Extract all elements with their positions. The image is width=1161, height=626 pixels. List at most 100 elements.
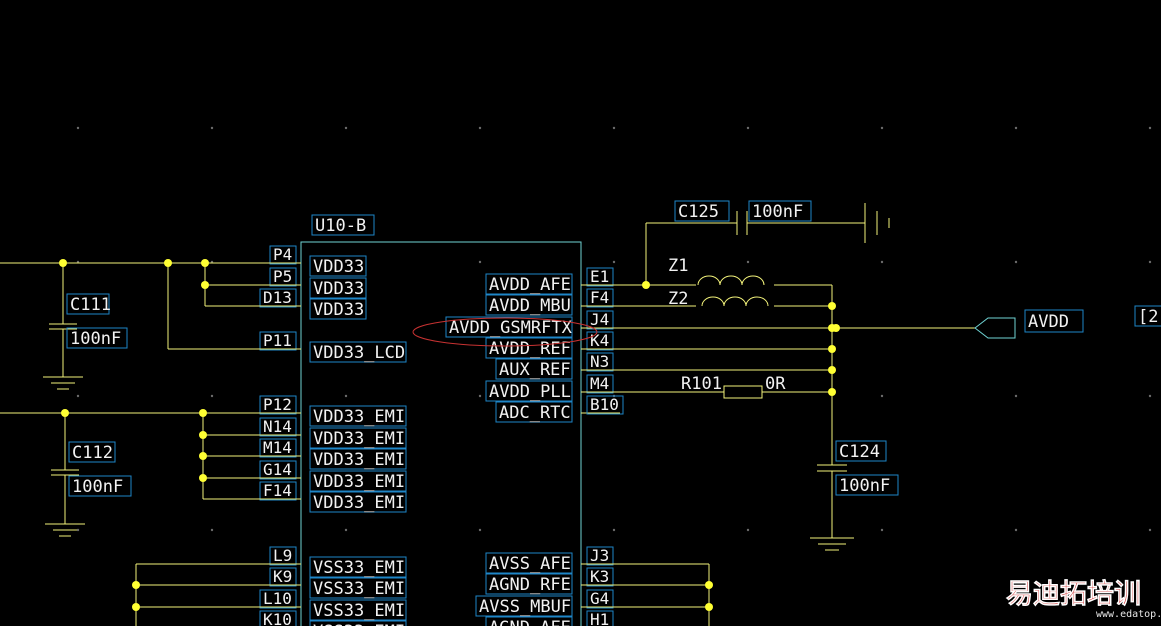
- pin-number: P11: [263, 331, 292, 350]
- r101-value: 0R: [765, 374, 786, 394]
- pin-name-box: [309, 556, 407, 578]
- capacitor-c124[interactable]: C124 100nF: [810, 440, 899, 551]
- pin-name: VDD33_EMI: [313, 472, 405, 492]
- grid-dot: [612, 528, 616, 532]
- capacitor-c112[interactable]: C112 100nF: [45, 413, 132, 537]
- pin-number-box: [269, 245, 297, 265]
- right-pin-f4[interactable]: F4 AVDD_MBU: [485, 288, 620, 316]
- right-wiring: [581, 222, 975, 626]
- pin-number: J4: [590, 310, 609, 329]
- junction-dot: [61, 409, 69, 417]
- pin-number: M14: [263, 438, 292, 457]
- c111-value: 100nF: [70, 329, 121, 349]
- pin-name-box: [485, 337, 573, 359]
- part-ref-label: U10-B: [315, 216, 366, 236]
- pin-number-box: [259, 460, 297, 480]
- right-pin-b10[interactable]: B10 ADC_RTC: [495, 395, 624, 423]
- z1-ref: Z1: [668, 256, 688, 276]
- pin-number: B10: [590, 395, 619, 414]
- pin-number-box: [259, 589, 297, 609]
- grid-dot: [76, 528, 80, 532]
- junction-dot: [642, 281, 650, 289]
- grid-dots: [76, 126, 1152, 532]
- grid-dot: [1014, 260, 1018, 264]
- pin-name: VSS33_EMI: [313, 558, 405, 578]
- pin-number: M4: [590, 374, 609, 393]
- pin-number: G4: [590, 589, 609, 608]
- inductor-z2[interactable]: Z2: [668, 289, 774, 315]
- c111-ref: C111: [70, 295, 111, 315]
- junction-dot: [828, 366, 836, 374]
- pin-number: P4: [273, 245, 292, 264]
- pin-number: P12: [263, 395, 292, 414]
- grid-dot: [478, 126, 482, 130]
- c125-value: 100nF: [752, 202, 803, 222]
- pin-name-box: [485, 380, 573, 402]
- grid-dot: [612, 260, 616, 264]
- capacitor-c125[interactable]: C125 100nF: [674, 200, 890, 243]
- junction-dot: [828, 302, 836, 310]
- pin-name-box: [495, 358, 573, 380]
- pin-name-box: [485, 573, 573, 595]
- right-pin-h1[interactable]: H1AGND_AFE: [485, 610, 620, 626]
- pin-name: ADC_RTC: [499, 403, 571, 423]
- avdd-net-port[interactable]: AVDD [2: [974, 305, 1161, 339]
- grid-dot: [210, 126, 214, 130]
- pin-number-box: [259, 395, 297, 415]
- grid-dot: [478, 260, 482, 264]
- junction-dot: [132, 603, 140, 611]
- pin-name: AVDD_MBU: [489, 296, 571, 316]
- pin-number: F4: [590, 288, 609, 307]
- pin-name-box: [309, 298, 367, 320]
- grid-dot: [880, 528, 884, 532]
- pin-number: E1: [590, 267, 609, 286]
- pin-name-box: [475, 595, 573, 617]
- grid-dot: [478, 394, 482, 398]
- grid-dot: [880, 126, 884, 130]
- grid-dot: [1148, 528, 1152, 532]
- left-wiring: [0, 262, 301, 626]
- grid-dot: [344, 260, 348, 264]
- pin-name-box: [485, 273, 573, 295]
- capacitor-c111[interactable]: C111 100nF: [43, 263, 128, 390]
- pin-name: VDD33_EMI: [313, 429, 405, 449]
- junction-dot: [199, 452, 207, 460]
- pin-number: D13: [263, 288, 292, 307]
- pin-name: AGND_RFE: [489, 575, 571, 595]
- left-pin-k10[interactable]: K10VSS33_EMI: [258, 610, 407, 626]
- junction-dot: [199, 409, 207, 417]
- pin-number-box: [269, 267, 297, 287]
- grid-dot: [612, 126, 616, 130]
- grid-dot: [210, 394, 214, 398]
- inductor-z1[interactable]: Z1: [668, 256, 774, 294]
- pin-number: G14: [263, 460, 292, 479]
- grid-dot: [880, 394, 884, 398]
- off-page-ref: [2: [1138, 307, 1158, 327]
- pin-number: N14: [263, 417, 292, 436]
- pin-number-box: [586, 352, 614, 372]
- c124-value: 100nF: [839, 476, 890, 496]
- pin-name-box: [485, 552, 573, 574]
- resistor-r101[interactable]: R101 0R: [681, 374, 786, 399]
- pin-name-box: [495, 401, 573, 423]
- pin-name-box: [445, 316, 573, 338]
- u10-part-body[interactable]: [300, 241, 582, 626]
- pin-name-box: [309, 448, 407, 470]
- junction-dot: [201, 259, 209, 267]
- left-pin-group: P4VDD33P5VDD33D13VDD33P11VDD33_LCDP12VDD…: [258, 245, 407, 626]
- grid-dot: [344, 528, 348, 532]
- junction-dot: [832, 324, 840, 332]
- grid-dot: [76, 126, 80, 130]
